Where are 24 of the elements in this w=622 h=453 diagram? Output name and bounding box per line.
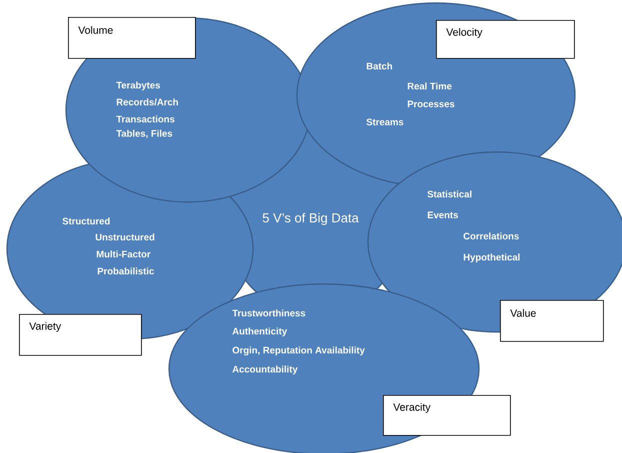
item-text: Batch [366,62,392,70]
item-text: Accountability [232,366,298,374]
label-box: Veracity [383,395,511,436]
item-text: Events [428,212,458,218]
item-text: Tables, Files [116,130,172,138]
item-text: Records/Arch [116,98,178,106]
item-text: Authenticity [232,328,288,336]
item-text: Structured [62,218,110,224]
item-text: Statistical [427,190,472,198]
item-text: Trustworthiness [232,310,306,316]
item-text: Orgin, Reputation Availability [232,346,365,356]
item-text: Probabilistic [98,268,154,274]
item-text: Unstructured [96,234,154,240]
item-text: Multi-Factor [96,250,150,258]
item-text: Transactions [116,116,174,122]
title-text: 5 V’s of Big Data [262,212,359,226]
item-text: Processes [408,100,454,108]
label-box: Variety [19,314,142,356]
item-text: Streams [366,118,404,126]
item-text: Hypothetical [464,254,520,262]
label-box: Value [500,300,604,342]
item-text: Terabytes [116,82,160,90]
item-text: Correlations [464,232,519,240]
item-text: Real Time [408,82,452,90]
